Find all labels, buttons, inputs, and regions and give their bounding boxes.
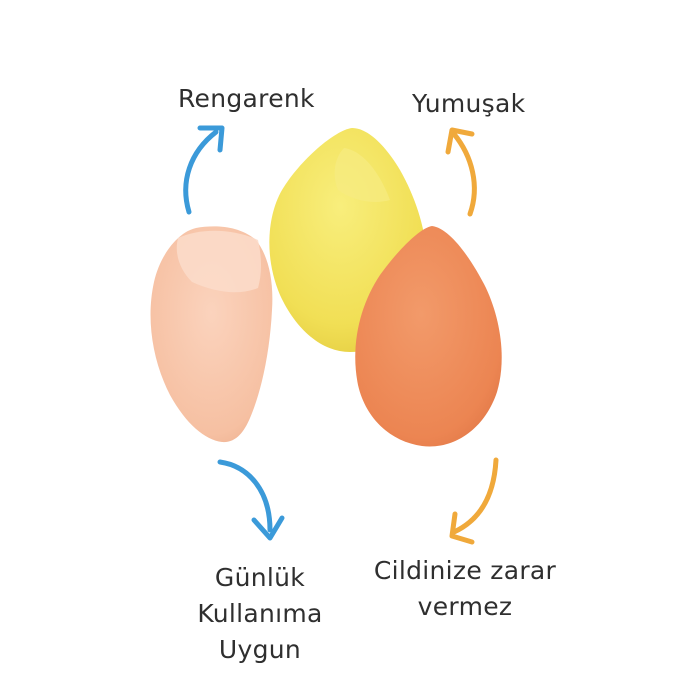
arrow-curved-up-icon [445, 127, 477, 217]
feature-label-line: vermez [417, 592, 513, 621]
orange-sponge [355, 226, 502, 447]
arrow-curved-up-icon [183, 125, 225, 215]
feature-label-line: Cildinize zarar [373, 556, 557, 585]
yellow-sponge-cut [334, 148, 390, 202]
arrow-curved-down-icon [217, 459, 285, 541]
feature-label-line: Günlük [214, 563, 306, 592]
feature-label-daily-use: Günlük Kullanıma Uygun [190, 560, 330, 668]
peach-sponge-cut [176, 230, 261, 293]
feature-label-skin-safe: Cildinize zarar vermez [350, 553, 580, 625]
arrow-curved-down-icon [449, 457, 499, 545]
feature-label-colorful: Rengarenk [178, 84, 315, 113]
feature-label-line: Kullanıma [197, 599, 323, 628]
feature-label-line: Uygun [218, 635, 302, 664]
feature-label-soft: Yumuşak [412, 89, 526, 118]
